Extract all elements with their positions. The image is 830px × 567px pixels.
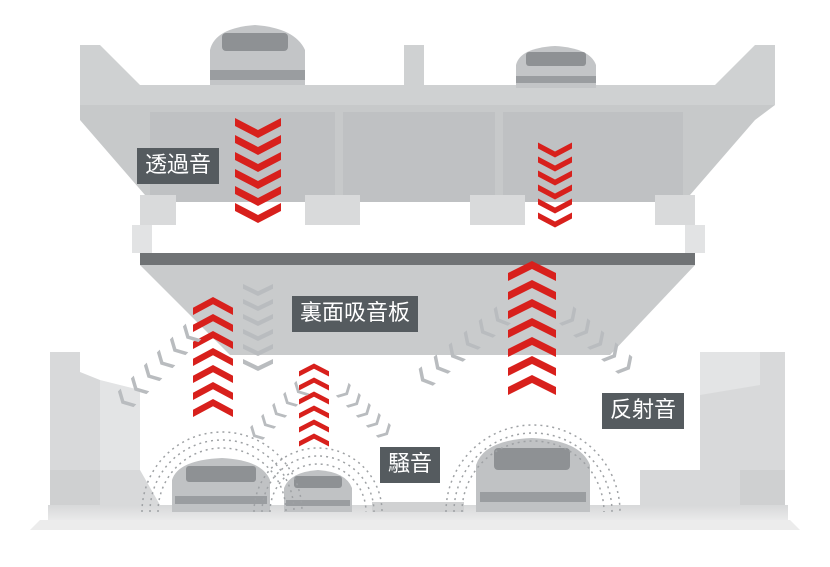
reflected-sound-arrow [182, 323, 202, 343]
road-marking [372, 502, 464, 512]
label-underside-absorber: 裏面吸音板 [292, 296, 419, 332]
reflected-sound-arrow [335, 382, 351, 398]
reflected-sound-arrow [283, 391, 299, 407]
label-transmitted-sound: 透過音 [137, 148, 220, 184]
car-ground-right [476, 438, 590, 512]
transmitted-sound-arrow [235, 169, 281, 189]
reflected-sound-arrow [478, 318, 496, 338]
reflected-sound-arrow [294, 380, 310, 396]
reflected-sound-arrow [433, 354, 451, 374]
noise-arrow [508, 356, 556, 376]
noise-arrow [299, 363, 329, 377]
noise-arrow [193, 331, 233, 349]
noise-arrow [193, 348, 233, 366]
noise-arrow [193, 399, 233, 417]
reflected-sound-arrow [143, 362, 163, 382]
reflected-sound-arrow [345, 392, 361, 408]
label-noise: 騒音 [380, 447, 441, 483]
absorbed-sound-arrow [243, 344, 273, 356]
absorbed-sound-arrow [243, 314, 273, 326]
car-ground-left [172, 458, 270, 512]
sound-ripples [141, 424, 621, 513]
reflected-sound-arrow [463, 330, 481, 350]
noise-arrow [508, 280, 556, 300]
absorbed-sound-arrow [243, 284, 273, 296]
reflected-sound-arrow [493, 306, 511, 326]
upper-deck [80, 45, 775, 253]
reflected-sound-arrow [156, 349, 176, 369]
reflected-sound-arrow [418, 366, 436, 386]
noise-arrow [299, 405, 329, 419]
noise-arrow [193, 297, 233, 315]
transmitted-sound-arrow [538, 212, 572, 228]
noise-arrow [193, 314, 233, 332]
reflected-sound-arrow [365, 412, 381, 428]
noise-arrow [508, 337, 556, 357]
noise-arrow [193, 382, 233, 400]
reflected-sound-arrow [117, 388, 137, 408]
reflected-sound-arrow [355, 402, 371, 418]
transmitted-sound-arrow [235, 186, 281, 206]
transmitted-sound-arrow [538, 198, 572, 214]
reflected-sound-arrow [261, 413, 277, 429]
reflected-sound-arrow [169, 336, 189, 356]
transmitted-sound-arrow [235, 203, 281, 223]
car-ground-middle [284, 470, 352, 512]
noise-arrow [299, 391, 329, 405]
reflected-sound-arrow [250, 424, 266, 440]
noise-arrow [508, 261, 556, 281]
absorbed-sound-arrow [243, 299, 273, 311]
transmitted-sound-arrow [235, 152, 281, 172]
absorbed-sound-arrow [243, 329, 273, 341]
right-side-wall [640, 352, 785, 505]
transmitted-sound-arrow [235, 135, 281, 155]
transmitted-sound-arrow [538, 184, 572, 200]
car-upper-left [210, 25, 305, 85]
reflected-sound-arrow [375, 422, 391, 438]
transmitted-sound-arrow [538, 156, 572, 172]
reflected-sound-arrow [587, 330, 605, 350]
sound-arrows [117, 118, 633, 447]
noise-arrow [508, 299, 556, 319]
noise-arrow [299, 419, 329, 433]
transmitted-sound-arrow [235, 118, 281, 138]
reflected-sound-arrow [573, 318, 591, 338]
noise-arrow [193, 365, 233, 383]
left-side-wall [50, 352, 160, 505]
reflected-sound-arrow [559, 306, 577, 326]
noise-arrow [508, 318, 556, 338]
reflected-sound-arrow [130, 375, 150, 395]
noise-arrow [299, 433, 329, 447]
noise-arrow [508, 375, 556, 395]
reflected-sound-arrow [272, 402, 288, 418]
label-reflected-sound: 反射音 [602, 393, 685, 429]
reflected-sound-arrow [448, 342, 466, 362]
transmitted-sound-arrow [538, 142, 572, 158]
noise-arrow [299, 377, 329, 391]
transmitted-sound-arrow [538, 170, 572, 186]
reflected-sound-arrow [601, 342, 619, 362]
reflected-sound-arrow [615, 354, 633, 374]
absorbed-sound-arrow [243, 359, 273, 371]
car-upper-right [516, 46, 596, 88]
